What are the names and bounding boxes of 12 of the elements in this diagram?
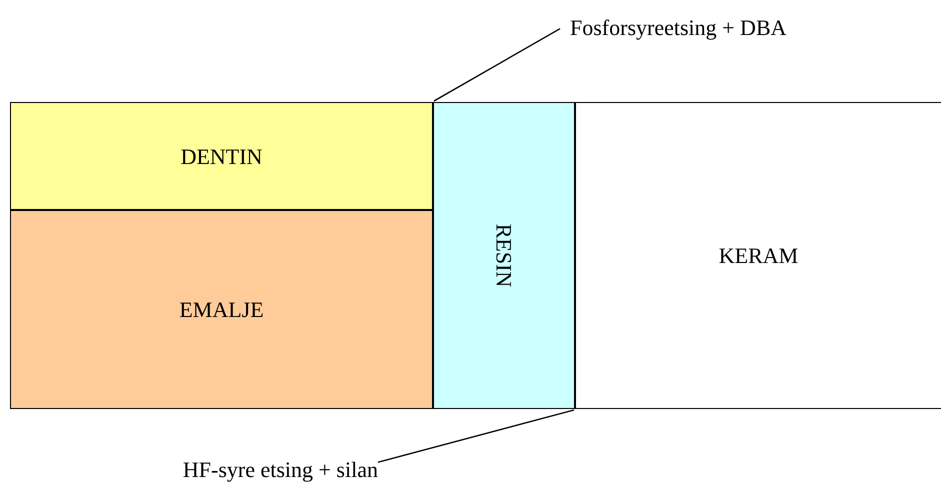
dentin-layer: [10, 102, 433, 210]
leader-line: [434, 28, 560, 102]
layer-label: RESIN: [490, 224, 518, 288]
ceramic-layer: [575, 102, 941, 409]
leader-line: [378, 409, 574, 463]
annotation-text: HF-syre etsing + silan: [182, 456, 378, 484]
annotation-text: Fosforsyreetsing + DBA: [570, 14, 787, 42]
layer-label: DENTIN: [180, 142, 262, 170]
resin-layer: [433, 102, 575, 409]
enamel-layer: [10, 210, 433, 409]
layer-label: EMALJE: [179, 296, 264, 324]
layer-label: KERAM: [718, 242, 798, 270]
